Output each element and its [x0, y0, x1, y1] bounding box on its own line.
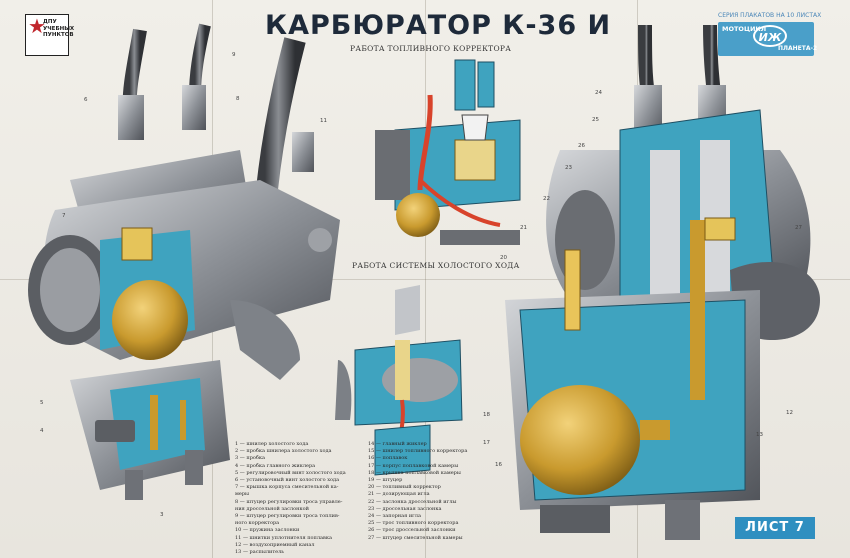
callout-number: 22	[543, 196, 550, 202]
brand-top-text: МОТОЦИКЛ	[722, 25, 767, 33]
izh-logo: ИЖ	[753, 25, 787, 47]
legend-item: 9 — штуцер регулировки троса топлив-	[235, 513, 340, 520]
legend-item: 19 — штуцер	[368, 477, 403, 484]
legend-item: 26 — трос дроссельной заслонки	[368, 527, 456, 534]
legend-item: 5 — регулировочный винт холостого хода	[235, 469, 346, 476]
callout-number: 6	[84, 97, 88, 103]
idle-system-diagram	[335, 285, 463, 476]
section-title-fuel-corrector: РАБОТА ТОПЛИВНОГО КОРРЕКТОРА	[350, 44, 512, 53]
callout-number: 21	[520, 225, 527, 231]
legend-item: 14 — главный жиклер	[368, 441, 427, 447]
main-jet	[150, 395, 158, 450]
callout-number: 8	[236, 96, 240, 102]
legend-item: 22 — заслонка дроссельной иглы	[368, 498, 457, 505]
right-carburetor	[505, 24, 820, 540]
float	[520, 385, 640, 495]
legend-item: 11 — шнитки уплотнителя поплавка	[235, 534, 332, 541]
bolt	[308, 228, 332, 252]
drain-plug	[125, 470, 143, 500]
callout-number: 16	[495, 462, 502, 468]
float	[396, 193, 440, 237]
callout-number: 5	[40, 400, 44, 406]
callout-number: 23	[565, 165, 572, 171]
logo-text: ДПУ УЧЕБНЫХ ПУНКТОВ	[43, 19, 75, 38]
legend-item: ного корректора	[235, 520, 280, 527]
callout-number: 18	[483, 412, 490, 418]
callout-number: 27	[795, 225, 802, 231]
legend-item: 1 — шнилер холостого хода	[235, 441, 309, 447]
legend-item: 10 — пружина заслонки	[235, 527, 300, 534]
throttle-slide	[112, 280, 188, 360]
idle-screw	[95, 420, 135, 442]
publisher-logo: ★ ДПУ УЧЕБНЫХ ПУНКТОВ	[25, 14, 75, 56]
legend-item: меры	[235, 491, 250, 498]
legend-item: 6 — установочный винт холостого хода	[235, 477, 340, 484]
legend-item: ния дроссельной заслонкой	[235, 505, 309, 512]
main-jet	[690, 220, 705, 400]
sheet-number-badge: ЛИСТ 7	[735, 517, 815, 539]
callout-number: 9	[232, 52, 236, 58]
callout-number: 24	[595, 90, 602, 96]
idle-jet	[180, 400, 186, 440]
fold-line	[425, 0, 426, 558]
legend-item: 8 — штуцер регулировки троса управле-	[235, 498, 343, 505]
callout-number: 13	[756, 432, 763, 438]
callout-number: 17	[483, 440, 490, 446]
adjuster-fitting	[118, 95, 144, 140]
brand-badge: МОТОЦИКЛ ИЖ ПЛАНЕТА-2	[718, 22, 818, 56]
legend-item: 18 — крышка поплавковой камеры	[368, 469, 461, 476]
legend-item: 4 — пробка главного жиклера	[235, 462, 316, 469]
callout-number: 7	[62, 213, 66, 219]
callout-number: 20	[500, 255, 507, 261]
callout-number: 12	[786, 410, 793, 416]
legend-item: 15 — шнилер топливного корректора	[368, 448, 468, 455]
callout-number: 26	[578, 143, 585, 149]
fuel-hose	[254, 37, 306, 211]
legend-item: 16 — поплавок	[368, 455, 408, 462]
needle-spring	[121, 227, 153, 261]
legend-item: 13 — распылитель	[235, 549, 284, 556]
legend-item: 2 — пробка шнилера холостого хода	[235, 448, 332, 455]
fuel-corrector-diagram	[375, 59, 521, 245]
brand-model-text: ПЛАНЕТА-2	[778, 45, 818, 52]
cable-hose	[189, 23, 211, 96]
legend-item: 23 — дроссельная заслонка	[368, 505, 442, 512]
fuel-corrector	[564, 249, 581, 331]
callout-number: 25	[592, 117, 599, 123]
callout-number: 3	[160, 512, 164, 518]
legend-item: 24 — запорная игла	[368, 513, 421, 520]
legend-item: 20 — топливный корректор	[368, 484, 441, 491]
legend-item: 27 — штуцер смесительной камеры	[368, 534, 463, 541]
callout-number: 11	[320, 118, 327, 124]
poster-title: КАРБЮРАТОР К-36 И	[265, 10, 612, 41]
legend-item: 3 — пробка	[235, 455, 266, 462]
series-label: СЕРИЯ ПЛАКАТОВ НА 10 ЛИСТАХ	[718, 12, 822, 19]
legend-item: 12 — воздухоприемный канал	[235, 541, 315, 548]
callout-number: 4	[40, 428, 44, 434]
legend-item: 25 — трос топливного корректора	[368, 520, 459, 527]
star-icon: ★	[28, 14, 46, 38]
fold-line	[0, 279, 850, 280]
legend-item: 17 — корпус поплавковой камеры	[368, 462, 459, 469]
fuel-fitting	[185, 450, 203, 485]
legend-item: 7 — крышка корпуса смесительной ка-	[235, 484, 339, 491]
fuel-connector	[292, 132, 314, 172]
float-bowl-flange	[230, 300, 300, 380]
adjuster-fitting	[182, 85, 206, 130]
legend-item: 21 — дозирующая игла	[368, 491, 430, 498]
left-carburetor	[28, 23, 340, 500]
section-title-idle-system: РАБОТА СИСТЕМЫ ХОЛОСТОГО ХОДА	[352, 261, 520, 270]
